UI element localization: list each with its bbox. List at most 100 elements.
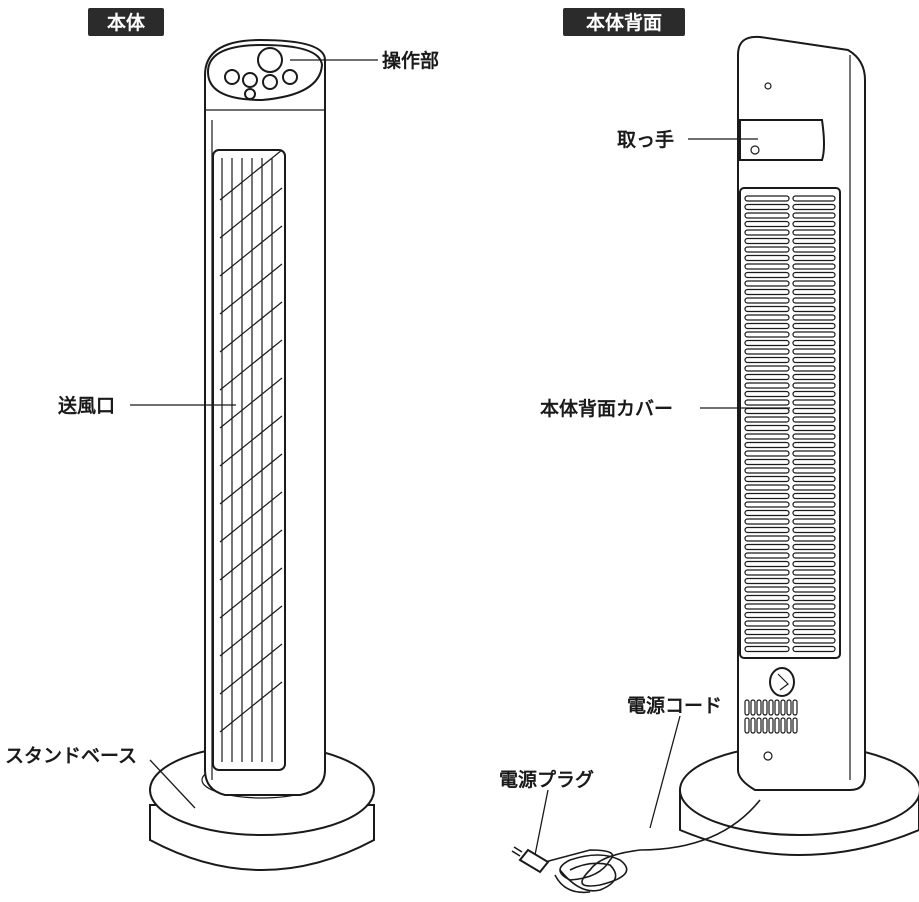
louver-diagonal <box>219 263 283 315</box>
cover-slot <box>744 594 790 602</box>
button-icon <box>224 69 240 85</box>
vent-slot <box>744 699 750 716</box>
cover-slot <box>744 458 790 466</box>
vent-slot <box>792 699 798 716</box>
back-cover-label: 本体背面カバー <box>540 397 673 420</box>
cover-slot <box>792 203 836 211</box>
louver-diagonal <box>219 377 283 429</box>
cover-slot <box>792 220 836 228</box>
cover-slot <box>792 237 836 245</box>
cover-slot <box>744 220 790 228</box>
cover-slot <box>792 212 836 219</box>
callout-controls: 操作部 <box>290 49 439 72</box>
cover-slot <box>744 492 790 500</box>
cover-slot <box>744 577 790 585</box>
cover-slot <box>744 484 790 491</box>
cover-slot <box>792 628 836 636</box>
back-view-label: 本体背面 <box>586 11 662 34</box>
handle-label: 取っ手 <box>617 128 674 151</box>
cord-holder <box>769 667 795 697</box>
cover-slot <box>744 569 790 576</box>
callout-air-outlet: 送風口 <box>58 394 236 417</box>
cover-slot <box>744 424 790 432</box>
louver-diagonal <box>219 149 283 201</box>
cover-slot <box>792 356 836 364</box>
cover-slot <box>792 331 836 338</box>
cover-slot <box>744 416 790 423</box>
back-handle <box>739 119 825 161</box>
cover-slot <box>792 535 836 542</box>
cover-slot <box>792 484 836 491</box>
louver-diagonal <box>219 415 283 467</box>
callout-power-cord: 電源コード <box>627 694 722 829</box>
cover-slot <box>744 348 790 355</box>
louver-diagonal <box>219 529 283 581</box>
front-control-panel <box>206 43 324 102</box>
cover-slot <box>792 195 836 202</box>
back-cover-slots <box>744 195 836 653</box>
cover-slot <box>744 509 790 517</box>
cover-slot <box>744 637 790 644</box>
vent-slot <box>750 699 756 716</box>
cover-slot <box>744 254 790 262</box>
back-tower-body <box>737 35 866 791</box>
power-cord-label: 電源コード <box>627 694 722 717</box>
dial-icon <box>257 47 283 73</box>
cover-slot <box>744 645 790 653</box>
vent-slot <box>750 717 756 734</box>
button-icon <box>282 69 298 85</box>
cover-slot <box>792 518 836 525</box>
cover-slot <box>792 416 836 423</box>
vent-slot <box>768 699 774 716</box>
back-lower-vents <box>744 699 798 734</box>
button-icon <box>262 74 278 90</box>
vent-slot <box>780 717 786 734</box>
cover-slot <box>744 322 790 330</box>
cover-slot <box>744 543 790 551</box>
vent-slot <box>792 717 798 734</box>
cover-slot <box>792 373 836 381</box>
louver-diagonal <box>219 225 283 277</box>
cover-slot <box>792 271 836 279</box>
cover-slot <box>792 254 836 262</box>
power-cord <box>544 799 761 894</box>
callout-stand-base: スタンドベース <box>5 745 196 809</box>
cover-slot <box>744 526 790 534</box>
cover-slot <box>792 526 836 534</box>
cover-slot <box>744 288 790 296</box>
cover-slot <box>744 441 790 449</box>
cover-slot <box>744 339 790 347</box>
controls-label: 操作部 <box>382 49 439 72</box>
cover-slot <box>792 620 836 627</box>
back-view <box>511 35 919 894</box>
cover-slot <box>744 356 790 364</box>
cover-slot <box>792 560 836 568</box>
cover-slot <box>792 569 836 576</box>
front-view-badge: 本体 <box>88 8 164 36</box>
cover-slot <box>792 603 836 610</box>
cover-slot <box>792 314 836 321</box>
cover-slot <box>792 399 836 406</box>
cover-slot <box>744 586 790 593</box>
cover-slot <box>792 280 836 287</box>
cover-slot <box>744 365 790 372</box>
cover-slot <box>792 637 836 644</box>
cover-slot <box>792 433 836 440</box>
vent-slot <box>768 717 774 734</box>
louver-diagonal <box>219 491 283 543</box>
button-icon <box>242 72 258 88</box>
cover-slot <box>792 475 836 483</box>
cover-slot <box>744 382 790 389</box>
cover-slot <box>792 297 836 304</box>
cover-slot <box>744 603 790 610</box>
louver-diagonal <box>219 339 283 391</box>
louver-diagonal <box>219 605 283 657</box>
front-view-label: 本体 <box>107 11 146 34</box>
cover-slot <box>792 365 836 372</box>
cover-slot <box>792 322 836 330</box>
cover-slot <box>792 492 836 500</box>
cover-slot <box>744 560 790 568</box>
air-outlet-label: 送風口 <box>58 394 115 417</box>
cover-slot <box>792 339 836 347</box>
